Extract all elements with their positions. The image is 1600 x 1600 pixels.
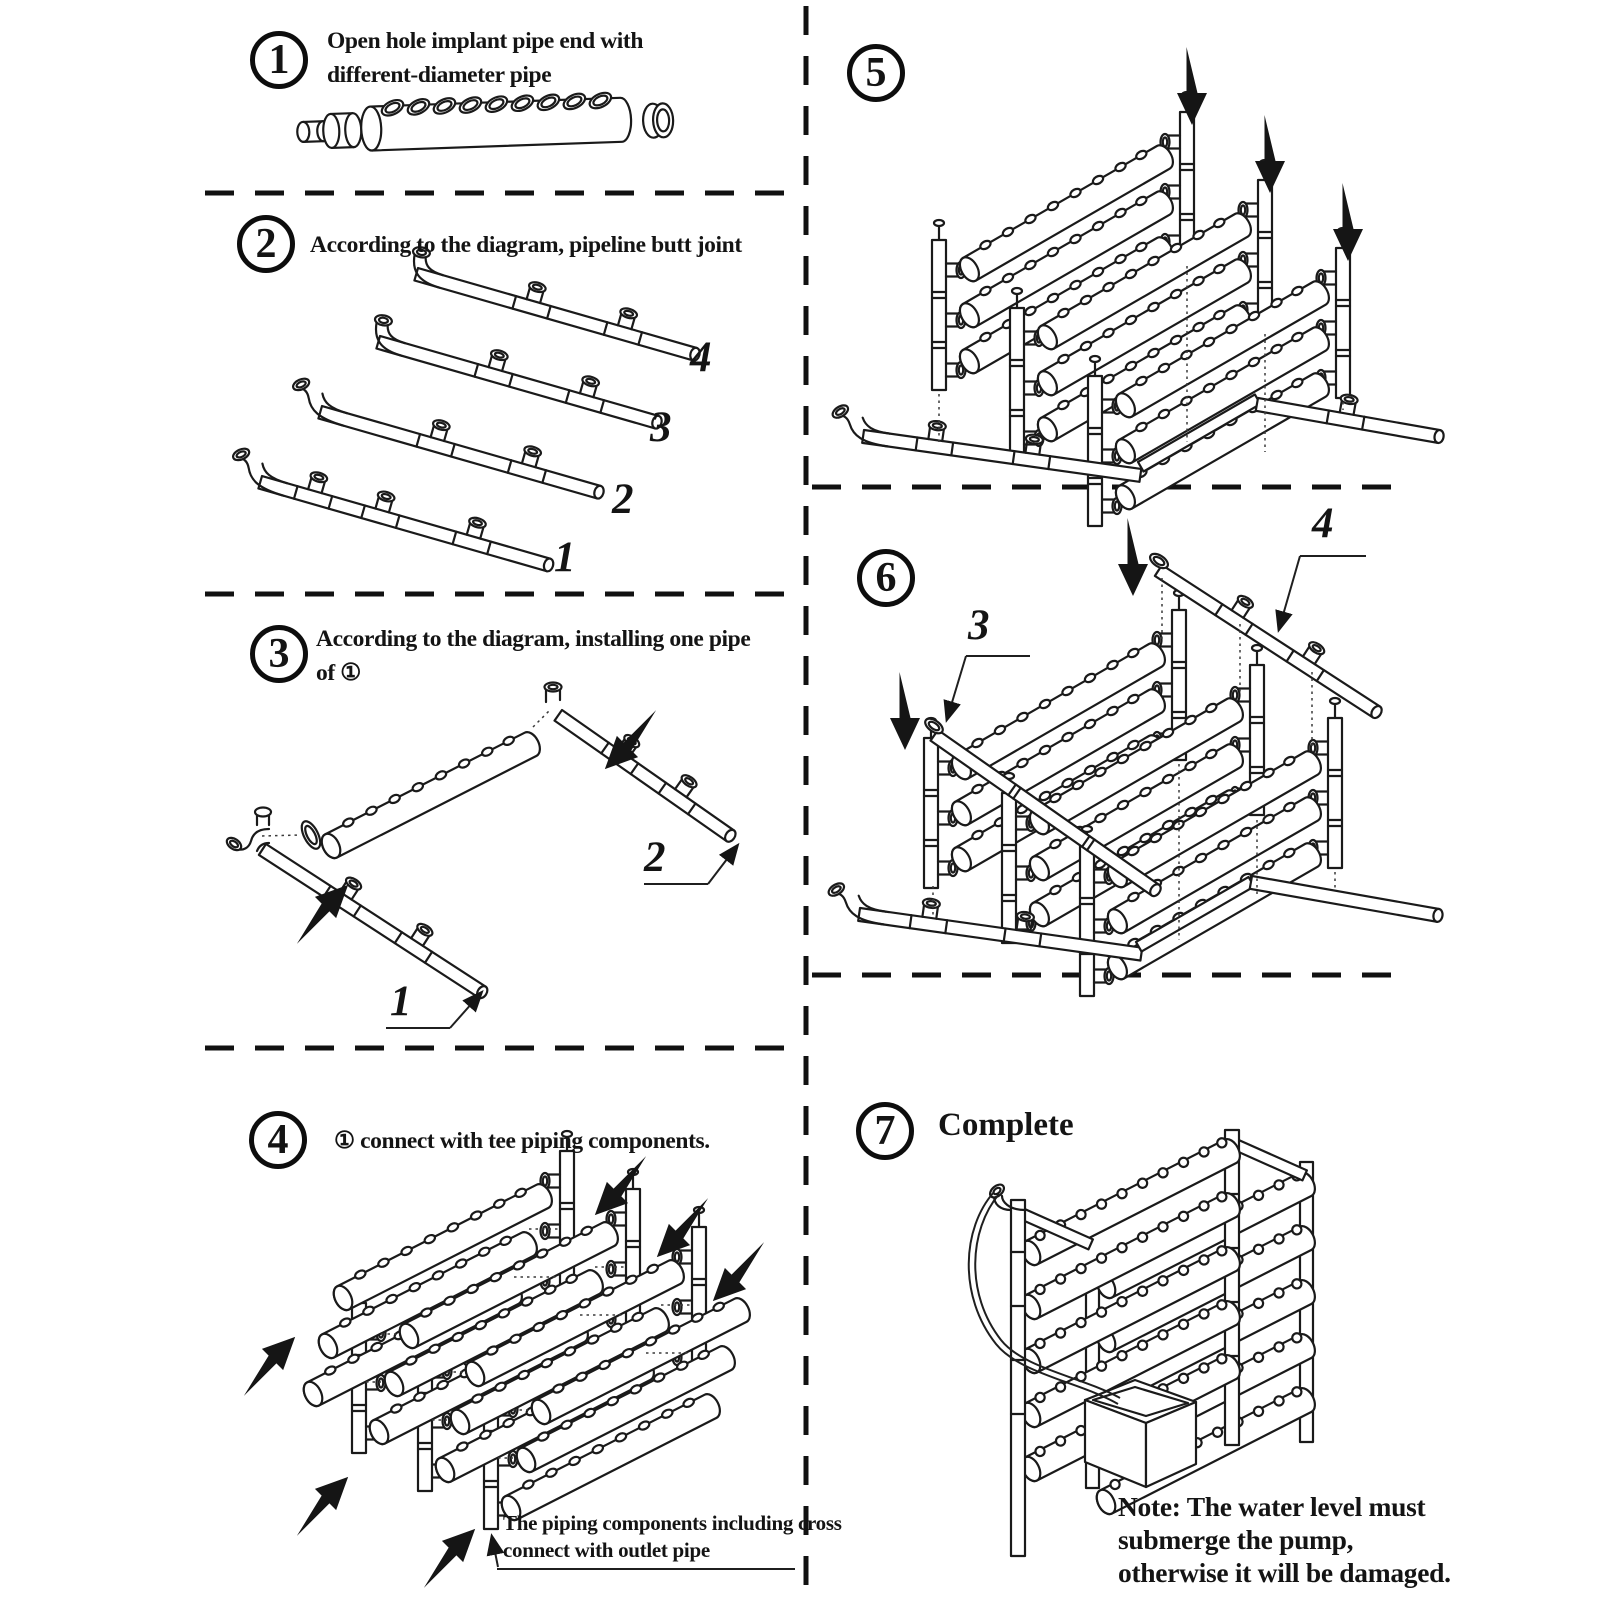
step1-title: Open hole implant pipe end with differen… [327, 28, 644, 88]
step1-illustration [296, 91, 675, 152]
step6-label-3: 3 [968, 602, 990, 649]
cross-pipe-3 [929, 728, 1162, 898]
step7-title: Complete [938, 1107, 1074, 1143]
step3-label-1: 1 [390, 978, 412, 1025]
part-label-4: 4 [690, 334, 712, 381]
step7-badge: 7 [856, 1102, 914, 1160]
step3-leaders [386, 842, 740, 1029]
step6-base [821, 874, 1444, 962]
step6-dotted-drops [932, 578, 1336, 940]
pump-hose [967, 1191, 1121, 1405]
step5-badge: 5 [847, 44, 905, 102]
step5-dotted-drops [938, 266, 1344, 452]
step6-leaders [943, 555, 1366, 723]
step3-title: According to the diagram, installing one… [316, 626, 751, 686]
step5-illustration [825, 47, 1445, 526]
step2-badge: 2 [237, 215, 295, 273]
step4-illustration [229, 1129, 795, 1595]
part-label-2: 2 [612, 476, 634, 523]
step7-illustration [967, 1128, 1320, 1558]
section-dividers [205, 6, 1400, 1594]
step4-note-leader [486, 1533, 795, 1570]
pipe-holes [380, 91, 613, 117]
step4-note: The piping components including cross co… [503, 1511, 842, 1562]
corner-elbow [225, 806, 273, 853]
step2-title: According to the diagram, pipeline butt … [310, 232, 742, 258]
step6-illustration [821, 518, 1444, 996]
step3-label-2: 2 [644, 834, 666, 881]
step4-dotted-links [366, 1228, 690, 1459]
cross-pipe-4 [1153, 563, 1383, 720]
step2-illustration [222, 243, 701, 573]
part-label-3: 3 [650, 404, 672, 451]
step6-badge: 6 [857, 549, 915, 607]
step5-base [825, 390, 1445, 483]
step3-illustration [225, 681, 740, 1029]
step6-label-4: 4 [1312, 500, 1334, 547]
step4-title: ① connect with tee piping components. [334, 1128, 710, 1154]
step1-badge: 1 [250, 31, 308, 89]
step3-badge: 3 [250, 625, 308, 683]
part-label-1: 1 [554, 534, 576, 581]
step4-badge: 4 [249, 1111, 307, 1169]
pump-tank [1083, 1378, 1198, 1489]
step7-note: Note: The water level must submerge the … [1118, 1491, 1451, 1588]
